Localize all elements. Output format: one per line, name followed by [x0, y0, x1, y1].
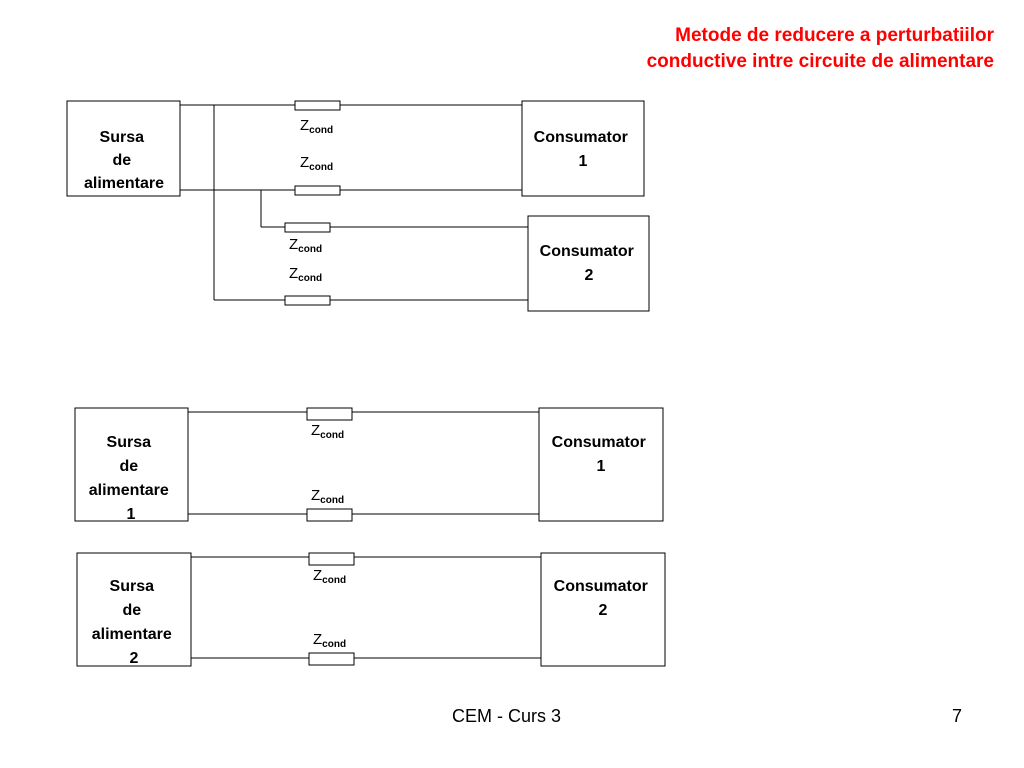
impedance-label: Zcond — [300, 117, 333, 136]
consumer-2-box — [527, 215, 650, 312]
consumer-2-label: Consumator 2 — [540, 243, 639, 284]
consumer-1-label: Consumator 1 — [552, 434, 651, 475]
impedance-symbol: Z — [313, 631, 322, 648]
impedance-label: Zcond — [289, 265, 322, 284]
impedance-resistor — [284, 295, 331, 306]
consumer-2-label-line: Consumator — [540, 243, 634, 260]
slide-title-line-2: conductive intre circuite de alimentare — [646, 51, 994, 72]
consumer-2-box — [540, 552, 666, 667]
consumer-1-box — [521, 100, 645, 197]
power-source-1-label-line: 1 — [127, 506, 136, 523]
consumer-2-label: Consumator 2 — [554, 578, 653, 619]
impedance-symbol: Z — [289, 265, 298, 282]
impedance-subscript: cond — [298, 273, 322, 284]
slide-title: Metode de reducere a perturbatiilor cond… — [647, 23, 994, 75]
impedance-symbol: Z — [313, 567, 322, 584]
consumer-2-label-line: Consumator — [554, 578, 648, 595]
power-source-label-line: Sursa — [100, 129, 145, 146]
consumer-1-box — [538, 407, 664, 522]
consumer-1-label-line: 1 — [597, 458, 606, 475]
impedance-resistor — [294, 185, 341, 196]
consumer-1-label: Consumator 1 — [534, 129, 633, 170]
power-source-2-box — [76, 552, 192, 667]
impedance-resistor — [306, 508, 353, 522]
power-source-2-label-line: alimentare — [92, 626, 172, 643]
impedance-label: Zcond — [300, 154, 333, 173]
footer-page-number: 7 — [952, 706, 963, 726]
impedance-symbol: Z — [300, 154, 309, 171]
circuit-2: Sursa de alimentare 2 Consumator 2 Zcond… — [76, 552, 666, 667]
power-source-1-label-line: Sursa — [107, 434, 152, 451]
power-source-box — [66, 100, 181, 197]
footer-course: CEM - Curs 3 — [452, 706, 562, 726]
impedance-label: Zcond — [289, 236, 322, 255]
power-source-2-label-line: de — [122, 602, 141, 619]
power-source-1-label-line: de — [119, 458, 138, 475]
consumer-1-label-line: Consumator — [552, 434, 646, 451]
impedance-symbol: Z — [311, 422, 320, 439]
impedance-resistor — [294, 100, 341, 111]
impedance-subscript: cond — [322, 639, 346, 650]
consumer-1-label-line: 1 — [579, 153, 588, 170]
power-source-label-line: de — [112, 152, 131, 169]
shared-source-diagram: Sursa de alimentare Consumator 1 Consuma… — [66, 100, 650, 312]
impedance-label: Zcond — [311, 422, 344, 441]
power-source-label-line: alimentare — [84, 175, 164, 192]
slide-title-line-1: Metode de reducere a perturbatiilor — [675, 25, 994, 46]
consumer-2-label-line: 2 — [585, 267, 594, 284]
impedance-resistor — [308, 652, 355, 666]
circuit-1: Sursa de alimentare 1 Consumator 1 Zcond… — [74, 407, 664, 523]
impedance-subscript: cond — [309, 162, 333, 173]
impedance-symbol: Z — [300, 117, 309, 134]
power-source-2-label-line: 2 — [130, 650, 139, 667]
impedance-label: Zcond — [311, 487, 344, 506]
impedance-label: Zcond — [313, 631, 346, 650]
impedance-subscript: cond — [309, 125, 333, 136]
impedance-subscript: cond — [322, 575, 346, 586]
power-source-2-label-line: Sursa — [110, 578, 155, 595]
power-source-label: Sursa de alimentare — [84, 129, 164, 192]
impedance-resistor — [308, 552, 355, 566]
power-source-1-box — [74, 407, 189, 522]
wires — [180, 104, 528, 301]
impedance-subscript: cond — [320, 430, 344, 441]
impedance-resistor — [284, 222, 331, 233]
impedance-symbol: Z — [311, 487, 320, 504]
power-source-1-label: Sursa de alimentare 1 — [89, 434, 174, 523]
impedance-subscript: cond — [320, 495, 344, 506]
impedance-symbol: Z — [289, 236, 298, 253]
consumer-1-label-line: Consumator — [534, 129, 628, 146]
consumer-2-label-line: 2 — [599, 602, 608, 619]
impedance-resistor — [306, 407, 353, 421]
power-source-2-label: Sursa de alimentare 2 — [92, 578, 177, 667]
power-source-1-label-line: alimentare — [89, 482, 169, 499]
impedance-label: Zcond — [313, 567, 346, 586]
separate-sources-diagram: Sursa de alimentare 1 Consumator 1 Zcond… — [74, 407, 666, 667]
impedance-subscript: cond — [298, 244, 322, 255]
